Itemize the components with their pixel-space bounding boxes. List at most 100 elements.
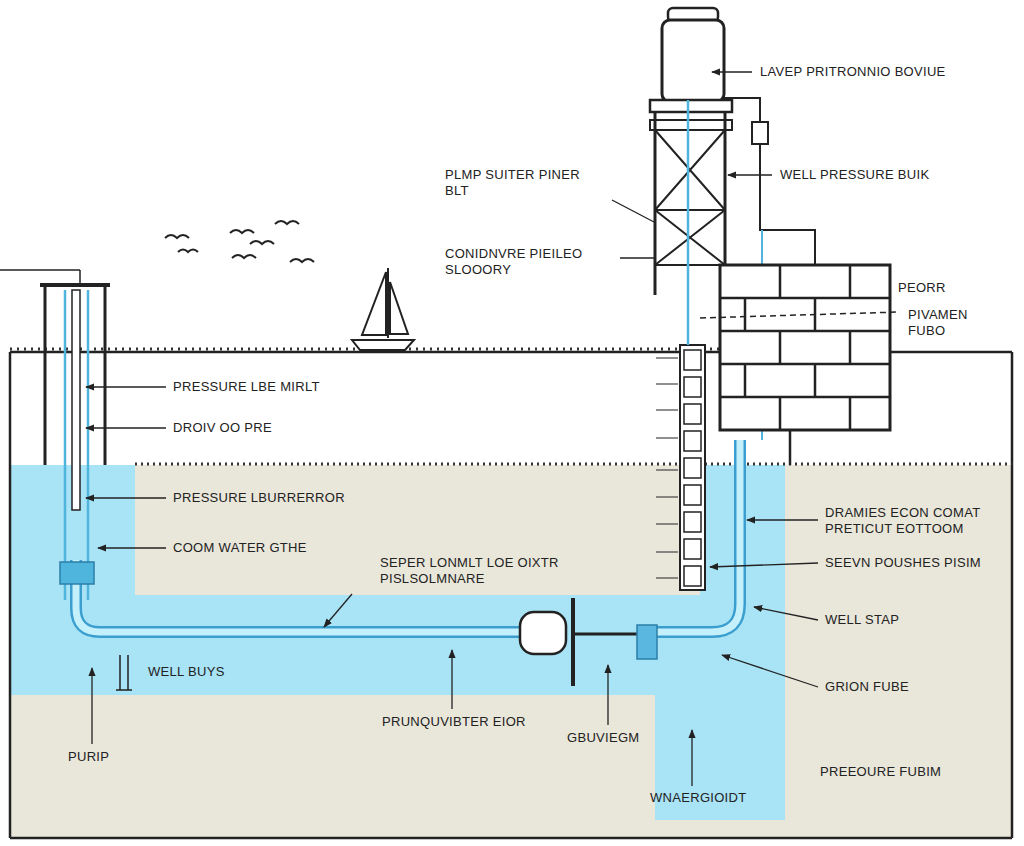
- well-pipe: [64, 290, 67, 600]
- leader-line: [722, 655, 818, 687]
- callout-label: SEEVN POUSHES PISIM: [825, 555, 981, 571]
- water-pipe: [76, 560, 522, 632]
- well-cap: [40, 283, 110, 287]
- callout-label: WELL PRESSURE BUIK: [780, 167, 929, 183]
- callout-label: GBUVIEGM: [567, 730, 639, 746]
- callout-label: PRESSURE LBE MIRLT: [173, 379, 320, 395]
- leader-line: [607, 665, 608, 725]
- leader-line: [451, 650, 452, 709]
- leader-line: [86, 386, 166, 387]
- segment: [684, 512, 701, 532]
- callout-label: PURIP: [68, 749, 109, 765]
- well-casing: [44, 285, 47, 465]
- well-casing: [104, 285, 107, 465]
- callout-label: PIVAMEN FUBO: [908, 307, 998, 339]
- wall-footing: [789, 430, 792, 465]
- pump-body: [520, 612, 566, 654]
- wire: [0, 269, 80, 271]
- callout-label: COOM WATER GTHE: [173, 540, 307, 556]
- brick-joints: [720, 265, 890, 430]
- tower-leg: [724, 112, 727, 265]
- birds: [165, 221, 314, 262]
- leader-line: [620, 257, 656, 258]
- leader-line: [747, 519, 818, 520]
- sailboat: [352, 268, 414, 350]
- hull: [352, 340, 414, 350]
- tower-leg: [654, 112, 657, 295]
- outlet-pipe: [724, 98, 760, 122]
- valve: [60, 562, 94, 584]
- leader-line: [700, 312, 900, 318]
- leader-line: [612, 200, 654, 222]
- leader-line: [91, 668, 92, 744]
- segment: [684, 404, 701, 424]
- mast: [387, 268, 389, 338]
- groundwater-region: [10, 465, 785, 820]
- pump-bracket: [571, 598, 575, 686]
- callout-label: WELL BUYS: [148, 664, 225, 680]
- callout-label: GRION FUBE: [825, 679, 909, 695]
- pump-shaft: [575, 633, 637, 636]
- pump-column: [680, 345, 705, 590]
- well-pipe: [87, 290, 90, 600]
- bird: [232, 255, 256, 258]
- tower-platform: [650, 120, 732, 130]
- segment: [684, 539, 701, 559]
- callout-label: PREEOURE FUBIM: [820, 764, 941, 780]
- callout-label: PRUNQUVIBTER EIOR: [382, 714, 526, 730]
- bird: [250, 241, 274, 244]
- ground-rod: [116, 655, 132, 690]
- segment: [684, 377, 701, 397]
- sail: [362, 272, 386, 335]
- valve: [752, 122, 768, 144]
- drop-pipe: [72, 290, 80, 510]
- ground-line: [890, 351, 1012, 354]
- tower-bracing: [655, 130, 725, 265]
- border-line: [1011, 352, 1014, 838]
- callout-label: DROIV OO PRE: [173, 420, 272, 436]
- leader-line: [324, 594, 352, 627]
- soil-layer: [10, 465, 1012, 838]
- leader-line: [98, 547, 166, 548]
- leader-lines: [86, 72, 818, 786]
- tower-platform: [650, 100, 732, 112]
- grass-line: [135, 463, 1012, 466]
- coupling: [637, 625, 657, 659]
- callout-label: LAVEP PRITRONNIO BOVIUE: [760, 64, 946, 80]
- leader-line: [728, 174, 772, 175]
- callout-label: PEORR: [898, 280, 946, 296]
- segment: [684, 566, 701, 586]
- leader-line: [86, 497, 166, 498]
- wire: [79, 270, 81, 285]
- segment: [684, 350, 701, 370]
- segment: [684, 431, 701, 451]
- bird: [165, 235, 189, 238]
- callout-label: DRAMIES ECON COMAT PRETICUT EOTTOOM: [825, 505, 1000, 537]
- segment: [684, 458, 701, 478]
- border-line: [9, 352, 12, 838]
- bird: [290, 259, 314, 262]
- border-line: [10, 837, 1012, 840]
- callout-label: WELL STAP: [825, 612, 899, 628]
- column-segments: [684, 350, 701, 586]
- ground-line: [10, 351, 720, 354]
- outlet-pipe: [760, 144, 815, 265]
- supply-line: [687, 100, 690, 345]
- water-pipe-inner: [76, 560, 522, 632]
- callout-label: PRESSURE LBURRERROR: [173, 490, 345, 506]
- leader-line: [754, 607, 818, 620]
- tick-marks: [656, 358, 678, 578]
- bird: [230, 230, 254, 233]
- water-tank: [662, 20, 724, 102]
- callout-label: CONIDNVRE PIEILEO SLOOORY: [445, 246, 610, 278]
- callout-label: SEPER LONMLT LOE OIXTR PISLSOLMNARE: [380, 555, 590, 587]
- bird: [275, 221, 299, 224]
- brick-wall: [720, 265, 890, 430]
- leader-line: [86, 427, 166, 428]
- leader-line: [691, 730, 692, 786]
- sail: [390, 282, 408, 334]
- leader-line: [712, 71, 752, 72]
- callout-label: WNAERGIOIDT: [650, 790, 746, 806]
